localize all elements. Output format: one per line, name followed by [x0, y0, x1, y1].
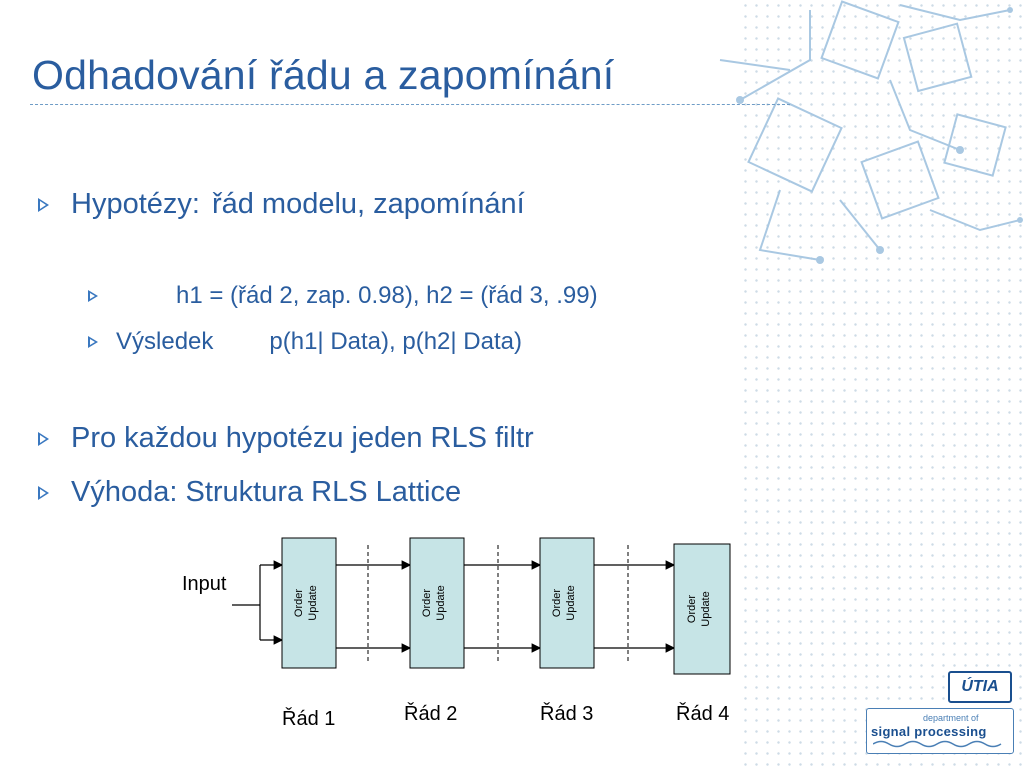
block-text: Order [551, 589, 563, 617]
signal-processing-logo: department of signal processing [866, 708, 1014, 754]
title-divider [30, 104, 790, 105]
order-caption-1: Řád 1 [282, 707, 335, 730]
bullet-text: Výhoda: Struktura RLS Lattice [71, 476, 462, 508]
block-text: Order [686, 595, 698, 623]
triangle-bullet-icon [88, 336, 98, 348]
triangle-bullet-icon [38, 485, 49, 500]
order-update-block-4 [673, 543, 731, 675]
bullet-text: p(h1| Data), p(h2| Data) [269, 328, 522, 355]
dotted-background [740, 0, 1024, 768]
rls-lattice-diagram: Input Order Update Order Update Order Up… [182, 537, 731, 730]
bullet-text: Pro každou hypotézu jeden RLS filtr [71, 422, 534, 454]
triangle-bullet-icon [38, 431, 49, 446]
block-text: Order [293, 589, 305, 617]
sp-logo-dept: department of [923, 713, 979, 723]
utia-logo: ÚTIA [948, 671, 1012, 703]
bullet-label: Výsledek [116, 328, 214, 355]
block-text: Update [565, 585, 577, 620]
triangle-bullet-icon [88, 290, 98, 302]
utia-logo-text: ÚTIA [961, 678, 999, 695]
order-update-block-2 [409, 537, 465, 669]
order-caption-4: Řád 4 [676, 702, 729, 725]
order-caption-2: Řád 2 [404, 702, 457, 725]
bullet-h1-h2: h1 = (řád 2, zap. 0.98), h2 = (řád 3, .9… [88, 282, 598, 310]
block-text: Update [307, 585, 319, 620]
sp-logo-main: signal processing [871, 724, 987, 739]
bullet-rls-filter: Pro každou hypotézu jeden RLS filtr [38, 422, 534, 455]
triangle-bullet-icon [38, 197, 49, 212]
order-update-block-3 [539, 537, 595, 669]
bullet-result: Výsledek p(h1| Data), p(h2| Data) [88, 328, 522, 356]
bullet-label: Hypotézy: [71, 188, 200, 220]
wave-icon [873, 740, 1002, 748]
bullet-advantage: Výhoda: Struktura RLS Lattice [38, 476, 461, 509]
bullet-text: h1 = (řád 2, zap. 0.98), h2 = (řád 3, .9… [176, 282, 598, 309]
block-text: Update [435, 585, 447, 620]
block-text: Order [421, 589, 433, 617]
order-update-block-1 [281, 537, 337, 669]
circuit-decoration [719, 0, 1023, 264]
block-text: Update [700, 591, 712, 626]
page-title: Odhadování řádu a zapomínání [32, 52, 615, 98]
input-label: Input [182, 573, 227, 595]
bullet-text: řád modelu, zapomínání [211, 188, 525, 220]
order-caption-3: Řád 3 [540, 702, 593, 725]
bullet-hypotheses: Hypotézy: řád modelu, zapomínání [38, 188, 525, 221]
